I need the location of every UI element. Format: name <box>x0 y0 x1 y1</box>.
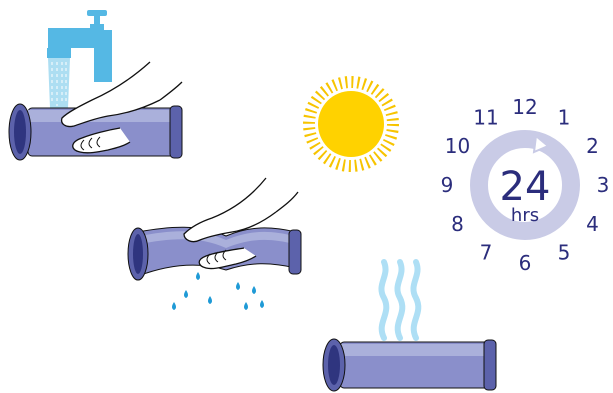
clock-number: 9 <box>441 173 454 197</box>
clock-number: 11 <box>473 106 498 130</box>
clock-number: 10 <box>445 134 470 158</box>
clock-number: 12 <box>512 95 537 119</box>
clock-number: 3 <box>597 173 610 197</box>
clock-number: 4 <box>586 212 599 236</box>
steam-icon <box>381 262 418 338</box>
clock-number: 1 <box>558 106 571 130</box>
clock-center-value: 24 <box>500 164 551 210</box>
clock-number: 5 <box>558 241 571 265</box>
water-stream-icon <box>48 58 70 108</box>
clock-number: 8 <box>451 212 464 236</box>
clock-center-unit: hrs <box>511 205 539 226</box>
clock-number: 6 <box>519 251 532 275</box>
clock-number: 7 <box>480 241 493 265</box>
water-drop-icon <box>172 272 264 310</box>
clock-number: 2 <box>586 134 599 158</box>
filter-cartridge-icon <box>323 339 496 391</box>
sun-icon <box>309 82 393 166</box>
